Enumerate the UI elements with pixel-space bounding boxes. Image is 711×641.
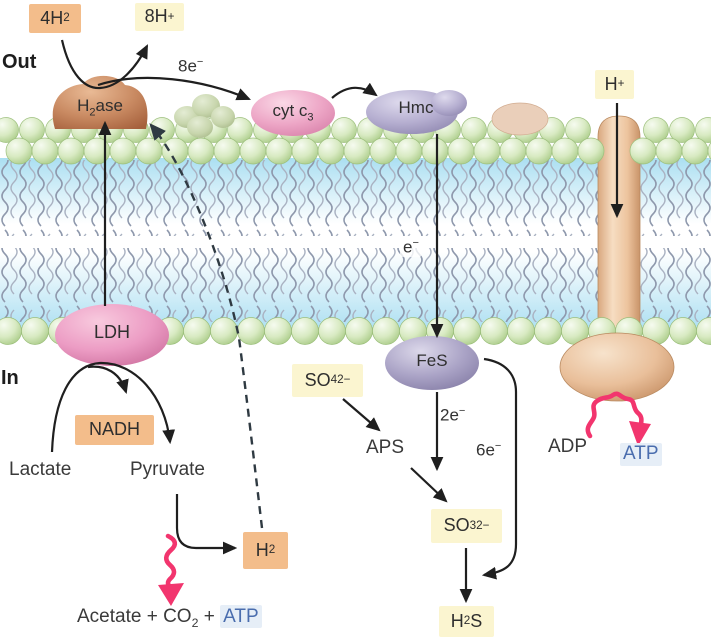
label-8e: 8e− xyxy=(178,56,204,76)
energy-arrowhead-atp xyxy=(629,421,651,446)
energy-arrowhead-acetate xyxy=(158,583,184,606)
label-box-hplus: H+ xyxy=(595,70,634,99)
lipid-tails-outer xyxy=(0,160,711,236)
label-atp: ATP xyxy=(620,443,662,466)
membrane-surface-clump xyxy=(174,94,235,138)
label-box-nadh: NADH xyxy=(75,415,154,445)
label-acetate-products: Acetate + CO2 + ATP xyxy=(77,605,262,630)
arrow-aps-to-so3 xyxy=(410,467,448,503)
label-fes: FeS xyxy=(416,351,448,370)
label-pyruvate: Pyruvate xyxy=(130,459,205,480)
hmc-protein xyxy=(366,90,467,134)
hydrogenase-protein xyxy=(52,75,148,129)
label-aps: APS xyxy=(366,437,405,458)
arrow-to-nadh xyxy=(87,365,129,395)
ldh-protein xyxy=(55,304,169,366)
cytochrome-c3-protein xyxy=(251,90,335,136)
energy-arrow-pyruvate-to-acetate xyxy=(163,533,178,590)
atp-synthase-bulb xyxy=(559,332,675,402)
label-2e: 2e− xyxy=(440,405,466,425)
lipid-heads-outer-front-row xyxy=(5,137,711,165)
arrow-6e-bypass xyxy=(481,357,518,580)
arrow-dashed-h2-to-hydrogenase xyxy=(149,123,264,529)
label-acetate-atp: ATP xyxy=(220,605,262,628)
atp-synthase-channel xyxy=(597,115,641,335)
label-hydrogenase: H2ase xyxy=(77,96,123,119)
energy-arrow-adp-to-atp xyxy=(585,391,644,439)
arrow-8e-to-cytc3 xyxy=(97,76,251,101)
label-6e: 6e− xyxy=(476,440,502,460)
membrane-surface-mound xyxy=(491,102,549,136)
label-box-8hplus: 8H+ xyxy=(135,3,184,31)
arrow-cytc3-to-hmc xyxy=(331,82,378,99)
region-label-out: Out xyxy=(2,51,37,73)
label-ldh: LDH xyxy=(93,322,130,342)
label-e-membrane: e− xyxy=(400,237,422,258)
arrow-pyruvate-to-h2 xyxy=(175,494,238,555)
label-cytochrome-c3: cyt c3 xyxy=(272,101,314,124)
region-label-in: In xyxy=(1,367,19,389)
arrow-4h2-to-8hplus xyxy=(60,39,148,90)
label-adp: ADP xyxy=(548,436,588,457)
label-lactate: Lactate xyxy=(9,459,72,480)
arrow-lactate-to-pyruvate xyxy=(50,361,176,453)
arrow-so4-to-aps xyxy=(342,398,381,432)
fes-protein xyxy=(385,336,479,390)
label-hmc: Hmc xyxy=(398,98,434,117)
